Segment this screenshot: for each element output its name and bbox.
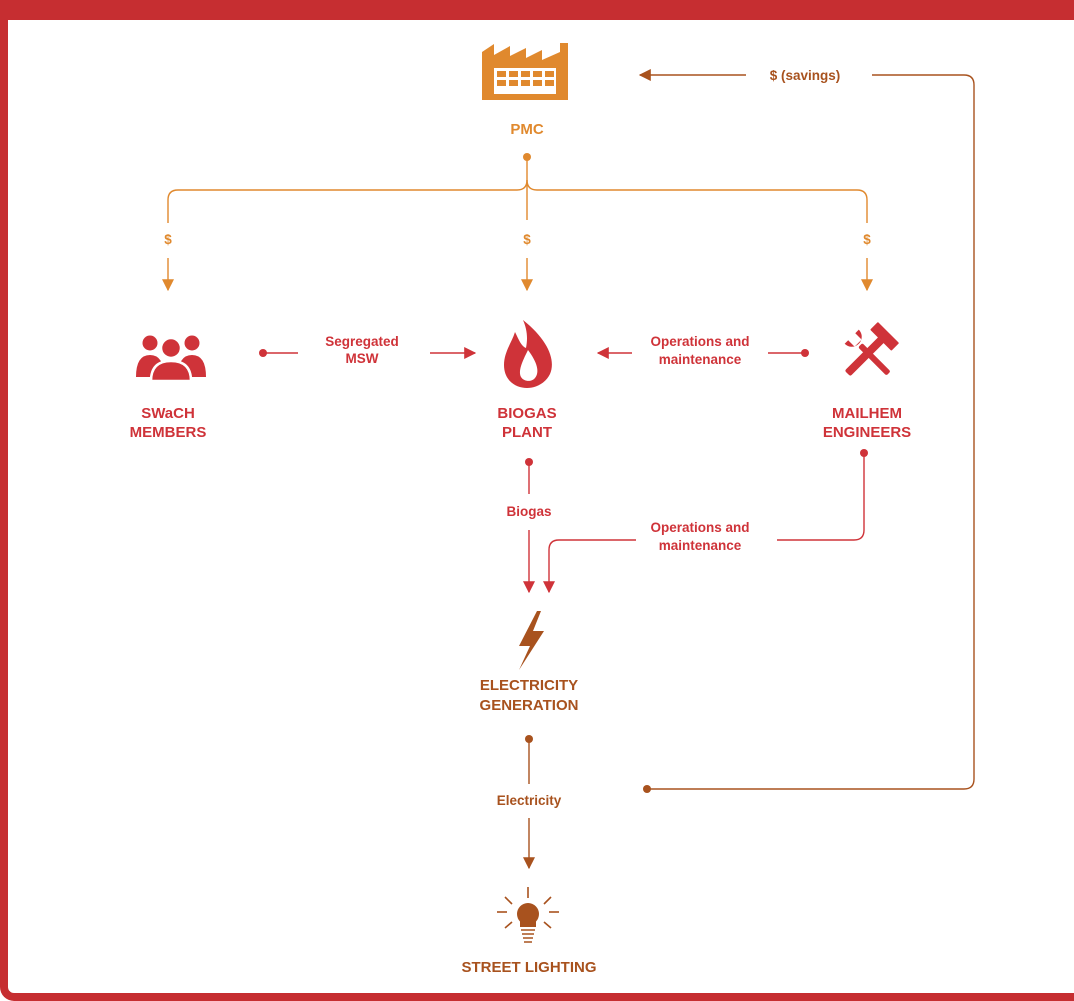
pmc-funding-lines (162, 153, 873, 292)
tools-icon (844, 322, 899, 376)
om-top-label-line2: maintenance (659, 352, 742, 367)
flame-icon (504, 320, 552, 388)
dollar-left-label: $ (164, 232, 172, 247)
light-bulb-icon (497, 887, 559, 943)
biogas-edge (523, 458, 535, 594)
om-bottom-edge (543, 449, 868, 594)
biogas-label-line1: BIOGAS (497, 405, 556, 422)
electricity-edge-label: Electricity (497, 793, 562, 808)
electricity-label-line2: GENERATION (480, 697, 579, 714)
biogas-edge-label: Biogas (506, 504, 551, 519)
top-bar (0, 0, 1074, 20)
swach-label-line2: MEMBERS (130, 424, 207, 441)
dollar-right-label: $ (863, 232, 871, 247)
msw-label-line2: MSW (346, 351, 379, 366)
om-bottom-label-line2: maintenance (659, 538, 742, 553)
msw-edge (259, 347, 477, 359)
biogas-label-line2: PLANT (502, 424, 552, 441)
mailhem-label-line1: MAILHEM (832, 405, 902, 422)
dollar-mid-label: $ (523, 232, 531, 247)
om-top-edge (596, 347, 809, 359)
electricity-label-line1: ELECTRICITY (480, 677, 578, 694)
mailhem-label-line2: ENGINEERS (823, 424, 911, 441)
factory-icon (482, 43, 568, 100)
electricity-edge (523, 735, 535, 870)
lightning-bolt-icon (519, 611, 544, 670)
savings-label: $ (savings) (770, 68, 841, 83)
msw-label-line1: Segregated (325, 334, 399, 349)
om-bottom-label-line1: Operations and (650, 520, 749, 535)
street-label: STREET LIGHTING (462, 959, 597, 976)
savings-loop (638, 69, 975, 793)
om-top-label-line1: Operations and (650, 334, 749, 349)
swach-label-line1: SWaCH (141, 405, 195, 422)
pmc-label: PMC (510, 121, 544, 138)
people-group-icon (136, 335, 206, 383)
